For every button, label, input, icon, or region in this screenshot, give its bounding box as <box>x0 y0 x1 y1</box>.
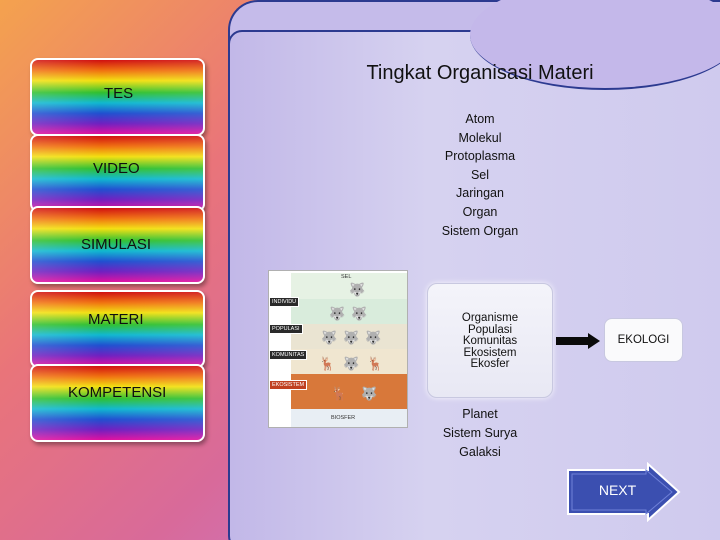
space-level-item: Planet <box>462 407 498 421</box>
level-item: Molekul <box>458 130 502 145</box>
wolf-icon: 🐺 <box>329 306 346 321</box>
wolf-icon: 🐺 <box>365 330 382 345</box>
space-level-item: Sistem Surya <box>442 426 518 440</box>
diagram-label-sel: SEL <box>341 274 352 280</box>
organism-levels-box <box>427 283 553 398</box>
wolf-icon: 🐺 <box>361 386 378 401</box>
diagram-band-sel <box>291 273 407 299</box>
wolf-icon: 🐺 <box>321 330 338 345</box>
organism-level-item: Ekosfer <box>470 358 510 371</box>
menu-button-materi[interactable] <box>30 290 205 368</box>
menu-button-tes[interactable] <box>30 58 205 136</box>
deer-icon: 🦌 <box>331 386 348 401</box>
diagram-band-populasi <box>291 324 407 349</box>
ecology-box: EKOLOGI <box>604 318 683 362</box>
organism-levels-list: Organisme Populasi Komunitas Ekosistem E… <box>430 312 550 371</box>
diagram-band-individu <box>291 299 407 324</box>
wolf-icon: 🐺 <box>343 330 360 345</box>
diagram-band-biosfer <box>291 409 407 427</box>
level-item: Atom <box>465 112 495 126</box>
organism-level-item: Ekosistem <box>463 346 517 359</box>
deer-icon: 🦌 <box>367 356 384 371</box>
menu-label-video: VIDEO <box>93 160 140 177</box>
menu-button-kompetensi[interactable] <box>30 364 205 442</box>
organization-levels-list: Atom Molekul Protoplasma Sel Jaringan Or… <box>420 110 540 240</box>
menu-button-simulasi[interactable] <box>30 206 205 284</box>
next-button[interactable] <box>566 462 681 522</box>
menu-label-simulasi: SIMULASI <box>81 236 152 253</box>
diagram-label-komunitas: KOMUNITAS <box>269 350 308 360</box>
right-arrow-icon <box>556 333 600 349</box>
level-item: Sistem Organ <box>441 223 519 238</box>
diagram-band-komunitas <box>291 349 407 374</box>
page-title: Tingkat Organisasi Materi <box>366 62 594 84</box>
level-item: Protoplasma <box>444 149 516 164</box>
panel-scroll-curl <box>470 0 720 90</box>
level-item: Jaringan <box>456 186 504 201</box>
organism-level-item: Populasi <box>467 323 513 336</box>
menu-label-materi: MATERI <box>88 311 144 328</box>
space-level-item: Galaksi <box>459 445 501 459</box>
ecology-levels-diagram: SEL INDIVIDU POPULASI KOMUNITAS EKOSISTE… <box>268 270 408 428</box>
wolf-icon: 🐺 <box>349 282 366 297</box>
space-levels-list: Planet Sistem Surya Galaksi <box>420 405 540 462</box>
wolf-icon: 🐺 <box>343 356 360 371</box>
diagram-label-individu: INDIVIDU <box>269 297 300 307</box>
ecology-label: EKOLOGI <box>617 334 670 346</box>
level-item: Sel <box>470 167 490 182</box>
diagram-label-biosfer: BIOSFER <box>331 415 356 421</box>
menu-label-kompetensi: KOMPETENSI <box>68 384 167 401</box>
organism-level-item: Komunitas <box>462 335 518 348</box>
diagram-label-populasi: POPULASI <box>269 324 303 334</box>
level-item: Organ <box>462 204 498 219</box>
diagram-band-ekosistem <box>291 374 407 409</box>
deer-icon: 🦌 <box>319 356 336 371</box>
wolf-icon: 🐺 <box>351 306 368 321</box>
organism-level-item: Organisme <box>461 312 519 324</box>
diagram-label-ekosistem: EKOSISTEM <box>269 380 308 390</box>
menu-label-tes: TES <box>104 85 134 102</box>
